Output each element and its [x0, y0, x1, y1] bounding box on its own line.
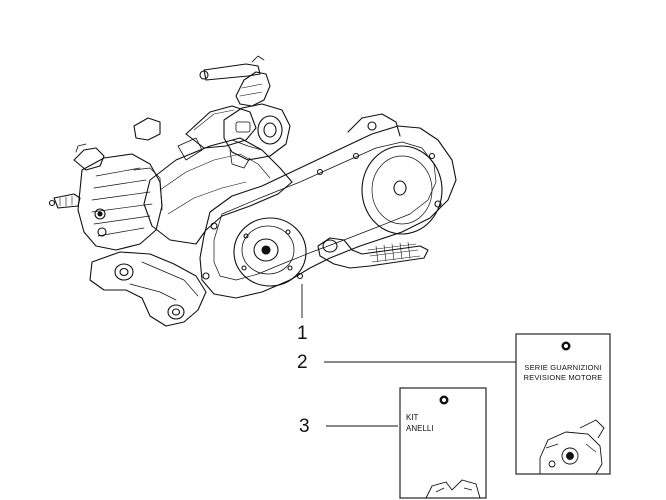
intake-manifold: [185, 105, 257, 149]
kick-start-lever: [317, 237, 429, 269]
gasket-kit-package: SERIE GUARNIZIONI REVISIONE MOTORE: [515, 333, 611, 475]
pulley-hub: [233, 217, 307, 287]
carb-tower: [235, 71, 271, 107]
callout-number-2: 2: [297, 352, 308, 373]
engine-mount-bracket: [89, 251, 207, 327]
carburetor: [223, 103, 291, 161]
callout-lines: [301, 284, 516, 427]
fuel-pipe: [203, 63, 261, 81]
ring-kit-label-line2: ANELLI: [406, 424, 434, 433]
callout-numbers: 1 2 3: [297, 323, 310, 437]
callout-number-3: 3: [299, 416, 310, 437]
piston-ring-sketch-icon: [425, 479, 481, 499]
transmission-cover: [199, 125, 457, 299]
ring-kit-label-line1: KIT: [406, 413, 419, 422]
gasket-kit-label-line2: REVISIONE MOTORE: [524, 373, 603, 382]
crankcase: [143, 137, 293, 245]
variator-cover: [361, 145, 443, 235]
ring-kit-package: KIT ANELLI: [399, 387, 487, 499]
callout-number-1: 1: [297, 323, 308, 344]
ring-kit-bag: [399, 387, 487, 499]
gasket-kit-label-line1: SERIE GUARNIZIONI: [524, 363, 601, 372]
engine-assembly: [48, 55, 457, 327]
cylinder-head: [77, 153, 163, 251]
spark-plug: [53, 193, 81, 209]
gasket-sketch-icon: [539, 419, 605, 475]
